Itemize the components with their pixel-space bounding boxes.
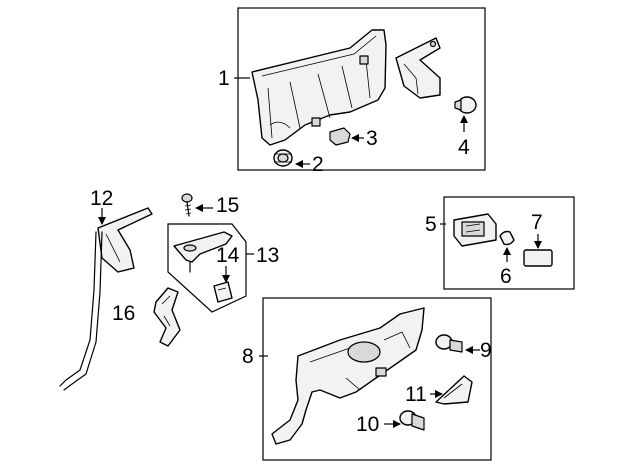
part-14-cover xyxy=(213,281,233,303)
callout-11: 11 xyxy=(405,383,427,406)
part-6-bulb xyxy=(499,230,515,246)
group-box-hook xyxy=(167,223,247,313)
callout-8: 8 xyxy=(242,345,254,368)
part-5-lamp-housing xyxy=(453,213,497,247)
callout-10: 10 xyxy=(356,413,379,436)
callout-6: 6 xyxy=(500,265,512,288)
callout-14: 14 xyxy=(216,244,240,267)
group-box-quarter-panel xyxy=(237,7,486,171)
part-15-bolt xyxy=(181,193,193,217)
part-13-hook xyxy=(173,231,233,273)
group-box-lower-panel xyxy=(262,297,492,461)
group-box-lamp xyxy=(443,196,575,290)
callout-12: 12 xyxy=(90,187,113,210)
part-8-lower-trim-panel xyxy=(271,307,425,445)
part-4-push-clip xyxy=(454,96,477,114)
callout-9: 9 xyxy=(480,339,492,362)
callout-4: 4 xyxy=(458,136,470,159)
callout-1: 1 xyxy=(218,67,230,90)
part-7-lens xyxy=(523,249,553,267)
part-11-lamp-lens xyxy=(435,375,473,405)
callout-5: 5 xyxy=(425,213,437,236)
part-3-retainer xyxy=(329,127,351,146)
callout-7: 7 xyxy=(531,211,543,234)
part-16-bracket xyxy=(153,287,181,347)
callout-2: 2 xyxy=(312,153,324,176)
callout-3: 3 xyxy=(366,127,378,150)
part-10-fastener xyxy=(399,410,425,431)
callout-13: 13 xyxy=(256,244,279,267)
part-1-trim-panel xyxy=(251,29,387,146)
part-bracket-upper xyxy=(395,37,441,99)
part-2-fastener xyxy=(273,149,293,167)
part-12-pillar-trim xyxy=(59,207,153,391)
callout-15: 15 xyxy=(216,194,239,217)
part-9-fastener xyxy=(435,334,463,353)
callout-16: 16 xyxy=(112,302,135,325)
